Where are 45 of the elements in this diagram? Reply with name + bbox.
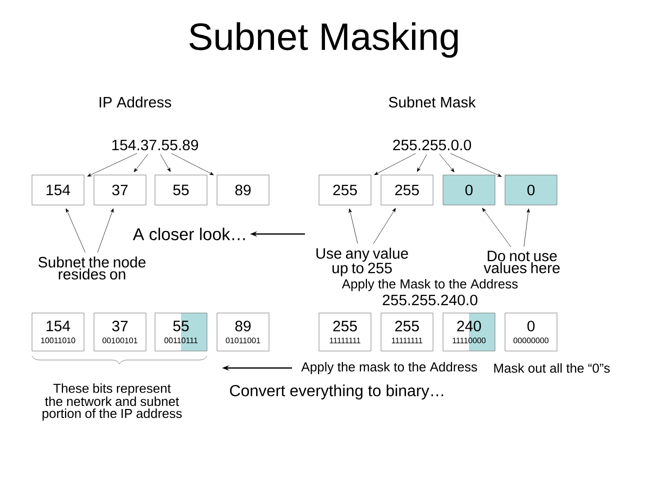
octet-box: 89 — [216, 174, 270, 206]
arrow — [450, 153, 502, 177]
arrow — [348, 208, 358, 244]
label-text: Subnet Mask — [388, 96, 476, 108]
address-text: 255.255.0.0 — [393, 140, 472, 150]
label-text: Apply the Mask to the Address — [342, 278, 518, 292]
binary-box: 154 10011010 — [32, 312, 84, 352]
arrow — [160, 154, 171, 172]
arrow — [524, 208, 530, 247]
octet-box: 0 — [442, 174, 496, 206]
label-text: 255.255.240.0 — [382, 294, 478, 306]
octet-box: 0 — [504, 174, 558, 206]
octet-box: 37 — [94, 174, 146, 206]
note-text: Use any value up to 255 — [316, 248, 408, 276]
address-text: 154.37.55.89 — [112, 140, 198, 150]
octet-box: 55 — [154, 174, 208, 206]
arrow — [87, 153, 138, 177]
label-text: These bits represent the network and subnet portion of the IP address — [42, 383, 182, 421]
arrow — [482, 208, 512, 248]
octet-box: 154 — [32, 174, 84, 206]
arrow — [171, 153, 214, 176]
note-text: Subnet the node resides on — [38, 256, 146, 280]
binary-box: 240 11110000 — [442, 312, 496, 352]
arrow — [374, 153, 416, 176]
octet-box: 255 — [318, 174, 372, 206]
label-text: IP Address — [100, 96, 172, 108]
note-text: Do not use values here — [484, 250, 560, 274]
binary-box: 37 00100101 — [94, 312, 146, 352]
binary-box: 255 11111111 — [318, 312, 372, 352]
title: Subnet Masking — [189, 22, 458, 58]
arrow — [66, 208, 86, 253]
label-text: A closer look… — [132, 228, 245, 240]
binary-box: 0 00000000 — [504, 312, 558, 352]
arrow — [97, 208, 114, 253]
binary-box: 89 01011001 — [216, 312, 270, 352]
arrow — [439, 154, 454, 172]
arrow — [373, 208, 396, 244]
label-text: Convert everything to binary… — [230, 384, 444, 400]
binary-box: 55 00110111 — [154, 312, 208, 352]
octet-box: 255 — [380, 174, 434, 206]
label-text: Mask out all the “0”s — [494, 363, 610, 373]
label-text: Apply the mask to the Address — [301, 362, 478, 374]
arrow — [416, 154, 428, 172]
arrow — [134, 154, 148, 172]
binary-box: 255 11111111 — [380, 312, 434, 352]
